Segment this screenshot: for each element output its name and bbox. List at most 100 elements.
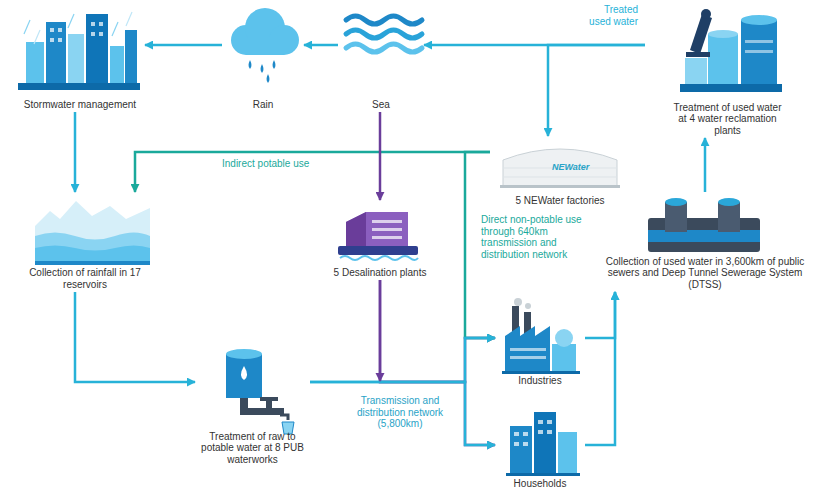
node-label: Households: [514, 478, 567, 490]
factory-icon: [510, 356, 546, 359]
households-icon: [538, 430, 543, 434]
households-icon: [514, 432, 519, 436]
city-icon: [68, 34, 84, 84]
sewer-icon: [665, 198, 687, 206]
households-icon: [510, 426, 532, 474]
reclamation-plant-icon: [690, 14, 712, 54]
reservoir-icon: [35, 246, 150, 263]
factory-icon: [555, 329, 573, 347]
node-label: Rain: [253, 99, 274, 111]
newater-tank-icon: [503, 149, 617, 186]
flow-arrow: [304, 44, 338, 47]
desalination-icon: [372, 220, 402, 223]
factory-icon: [510, 348, 546, 351]
city-icon: [126, 12, 132, 26]
node-label: Collection of rainfall in 17 reservoirs: [20, 267, 150, 290]
households-icon: [514, 442, 519, 446]
node-label: Stormwater management: [24, 99, 136, 111]
sewer-icon: [718, 202, 740, 232]
city-icon: [18, 12, 140, 90]
city-icon: [50, 38, 54, 42]
city-icon: [24, 20, 30, 34]
flow-node: Sea: [338, 6, 424, 112]
reservoir-icon: [35, 261, 150, 265]
factory-icon: [552, 344, 576, 372]
waterworks-icon: [240, 408, 284, 415]
factory-icon: [502, 298, 580, 374]
flow-arrow: [145, 44, 222, 47]
newater-tank-icon: [503, 177, 617, 178]
flow-arrow: [310, 338, 495, 382]
city-icon: [112, 22, 118, 36]
cloud-icon: [273, 60, 276, 69]
newater-tank-icon: [500, 185, 620, 188]
reclamation-plant-icon: [686, 52, 710, 57]
edge-label: Indirect potable use: [222, 158, 342, 170]
sewer-icon: [648, 198, 760, 252]
factory-icon: [505, 326, 550, 372]
node-label: Treatment of used water at 4 water recla…: [673, 102, 783, 137]
flow-node: Households: [495, 405, 585, 491]
households-icon: [523, 442, 528, 446]
desalination-icon: [372, 236, 402, 239]
flow-arrow: [75, 292, 195, 382]
waterworks-icon: [226, 349, 262, 359]
flow-arrow: [465, 152, 495, 338]
desalination-icon: [340, 256, 418, 260]
households-icon: [538, 420, 543, 424]
households-icon: [523, 432, 528, 436]
flow-arrow: [548, 45, 645, 136]
merge-arrow-head: [376, 373, 385, 382]
city-icon: [110, 46, 124, 84]
households-icon: [547, 420, 552, 424]
flow-node: Rain: [222, 6, 304, 112]
reservoir-icon: [35, 233, 150, 263]
factory-icon: [502, 371, 580, 374]
city-icon: [68, 14, 74, 28]
waterworks-icon: [241, 366, 247, 380]
city-icon: [26, 42, 44, 84]
factory-icon: [514, 298, 522, 306]
city-icon: [91, 32, 95, 36]
city-icon: [58, 38, 62, 42]
sewer-icon: [665, 202, 687, 232]
reclamation-plant-icon: [745, 40, 773, 43]
sea-waves: [346, 30, 422, 38]
flow-arrow: [310, 382, 495, 445]
flow-arrow: [74, 112, 77, 192]
households-icon: [506, 473, 580, 476]
desalination-icon: [338, 212, 418, 260]
flow-arrow: [585, 292, 615, 338]
flow-arrow: [424, 44, 645, 47]
cloud-icon: [246, 38, 284, 55]
flow-node: Industries: [495, 298, 585, 388]
reclamation-plant-icon: [680, 84, 782, 92]
flow-node: Treatment of used water at 4 water recla…: [645, 6, 810, 138]
households-icon: [534, 412, 556, 474]
sea-waves: [346, 16, 422, 52]
flow-node: NEWater5 NEWater factories: [490, 136, 630, 208]
sewer-icon: [718, 198, 740, 206]
waterworks-icon: [226, 354, 262, 398]
reclamation-plant-icon: [701, 9, 711, 19]
city-icon: [18, 83, 140, 90]
reclamation-plant-icon: [741, 20, 777, 86]
desalination-icon: [338, 246, 418, 255]
reclamation-plant-icon: [685, 58, 707, 86]
city-icon: [58, 28, 62, 32]
flow-node: Stormwater management: [15, 6, 145, 112]
newater-tank-icon: [500, 149, 620, 188]
factory-icon: [525, 303, 531, 309]
city-icon: [86, 14, 108, 84]
sewer-icon: [648, 230, 760, 242]
logo-text: NEWater: [552, 162, 589, 174]
waterworks-icon: [266, 400, 272, 408]
flow-node: Collection of rainfall in 17 reservoirs: [10, 192, 160, 292]
flow-arrow: [585, 292, 615, 445]
desalination-icon: [346, 212, 408, 246]
cloud-icon: [231, 8, 299, 83]
node-label: Treatment of raw to potable water at 8 P…: [200, 431, 305, 466]
